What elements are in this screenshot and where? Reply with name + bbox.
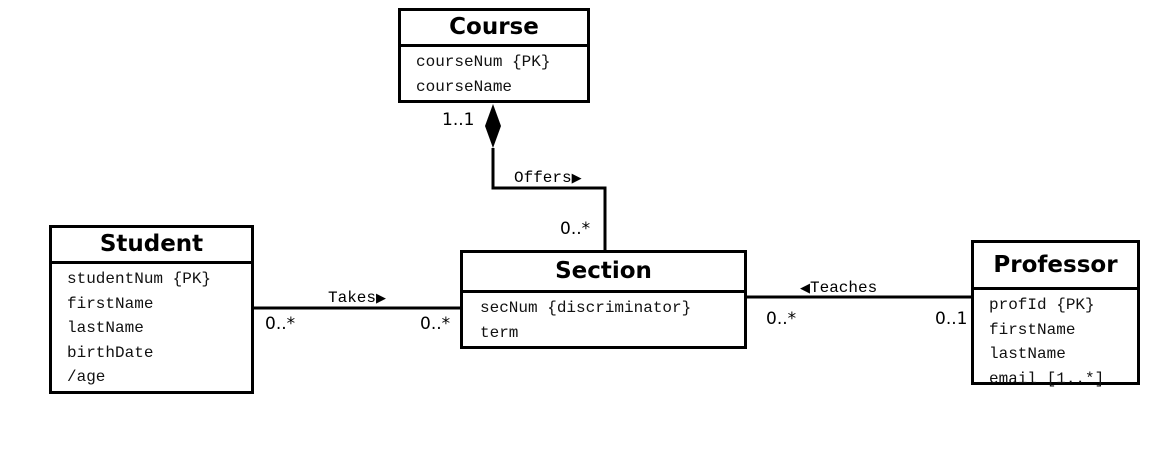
multiplicity-offers-section: 0..* (560, 219, 591, 239)
multiplicity-takes-section: 0..* (420, 314, 451, 334)
attribute: courseName (416, 77, 513, 96)
attribute: email [1..*] (989, 369, 1105, 388)
multiplicity-teaches-section: 0..* (766, 309, 797, 329)
direction-arrow-right-icon: ▶ (571, 171, 582, 186)
association-takes-label: Takes▶ (328, 289, 386, 308)
association-teaches-label: ◀Teaches (800, 279, 877, 298)
class-section-attributes: secNum {discriminator} term (463, 293, 744, 345)
attribute: term (480, 323, 519, 342)
class-course[interactable]: Course courseNum {PK} courseName (398, 8, 590, 103)
multiplicity-takes-student: 0..* (265, 314, 296, 334)
attribute: lastName (67, 319, 144, 337)
attribute: secNum {discriminator} (480, 299, 692, 317)
attribute: birthDate (67, 343, 154, 362)
attribute: profId {PK} (989, 296, 1095, 314)
composition-diamond (485, 104, 501, 148)
class-professor[interactable]: Professor profId {PK} firstName lastName… (971, 240, 1140, 388)
attribute: /age (67, 368, 106, 386)
class-course-attributes: courseNum {PK} courseName (401, 47, 587, 99)
class-section[interactable]: Section secNum {discriminator} term (460, 250, 747, 349)
multiplicity-teaches-professor: 0..1 (935, 309, 968, 329)
offers-line (491, 148, 607, 251)
class-section-name: Section (463, 253, 744, 293)
class-student[interactable]: Student studentNum {PK} firstName lastNa… (49, 225, 254, 394)
multiplicity-offers-course: 1..1 (442, 110, 475, 130)
class-course-name: Course (401, 11, 587, 47)
association-offers-label: Offers▶ (514, 169, 582, 188)
class-student-name: Student (52, 228, 251, 264)
class-professor-name: Professor (974, 243, 1137, 290)
direction-arrow-right-icon: ▶ (376, 291, 387, 306)
attribute: studentNum {PK} (67, 270, 212, 288)
association-offers-name: Offers (514, 169, 572, 187)
association-takes-name: Takes (328, 289, 377, 307)
attribute: courseNum {PK} (416, 53, 551, 71)
class-student-attributes: studentNum {PK} firstName lastName birth… (52, 264, 251, 390)
attribute: firstName (989, 320, 1076, 339)
attribute: firstName (67, 294, 154, 313)
attribute: lastName (989, 345, 1066, 363)
direction-arrow-left-icon: ◀ (800, 281, 810, 296)
association-teaches-name: Teaches (810, 279, 878, 297)
class-professor-attributes: profId {PK} firstName lastName email [1.… (974, 290, 1137, 391)
